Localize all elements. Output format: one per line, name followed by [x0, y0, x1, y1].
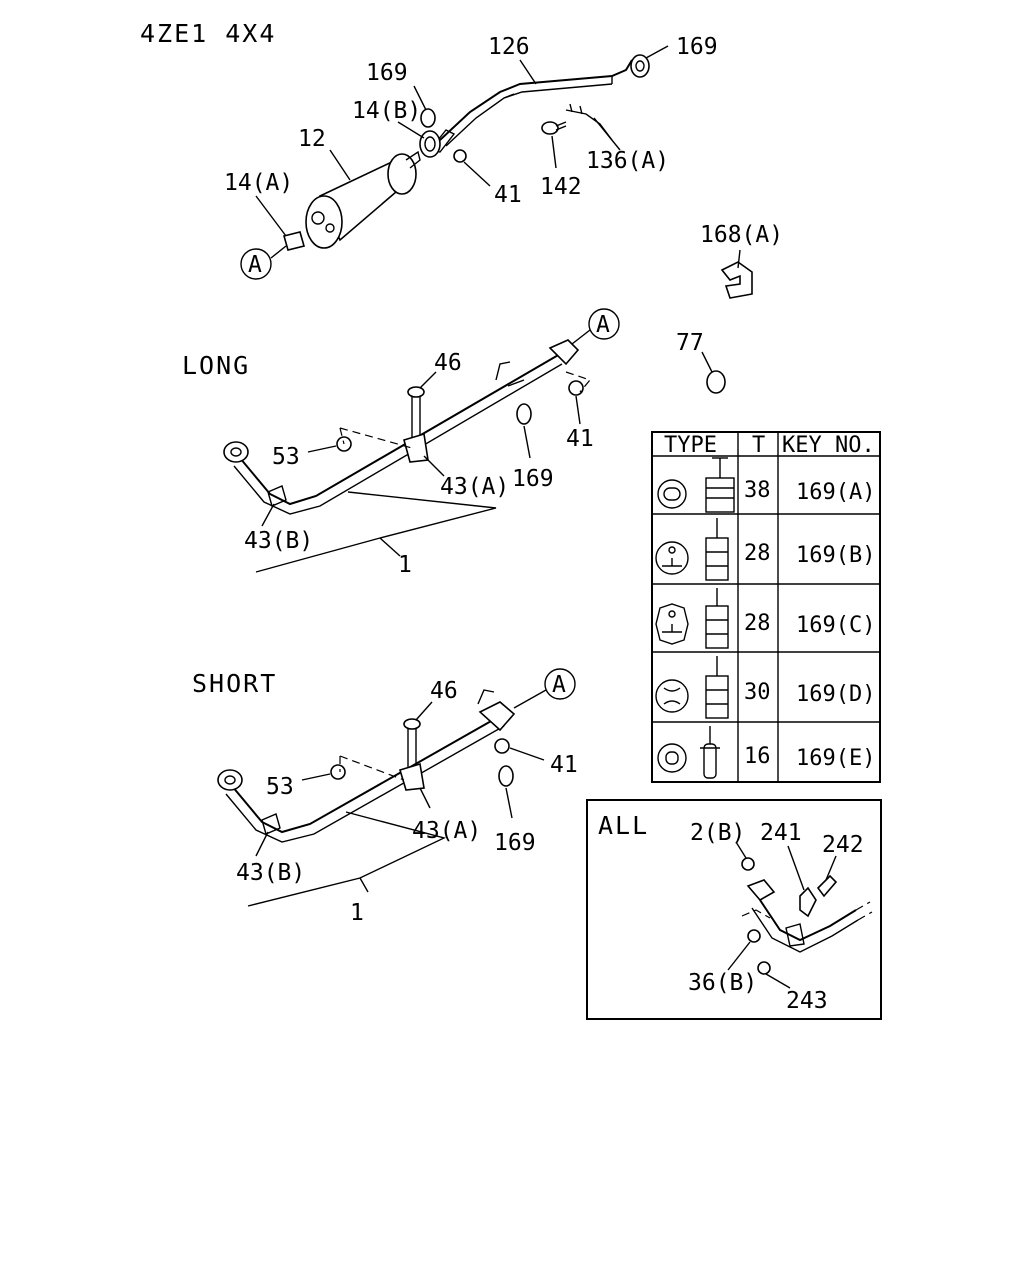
label-41-long: 41 — [566, 426, 594, 452]
clamp-43a-long — [403, 432, 429, 463]
type-icon-d — [655, 656, 729, 719]
nut-2b — [741, 857, 755, 871]
label-241: 241 — [760, 820, 802, 846]
label-243: 243 — [786, 988, 828, 1014]
row-c-key: 169(C) — [796, 613, 875, 638]
row-b-key: 169(B) — [796, 543, 875, 568]
gasket-14b — [419, 130, 441, 158]
label-53-short: 53 — [266, 774, 294, 800]
type-icon-e — [657, 726, 720, 779]
hanger-rubber-169-tail — [630, 54, 650, 78]
row-d-t: 30 — [744, 680, 771, 705]
label-43b-short: 43(B) — [236, 860, 305, 886]
table-header-type: TYPE — [664, 433, 717, 458]
muffler-12 — [305, 150, 421, 249]
gasket-14a — [283, 231, 305, 251]
row-b-t: 28 — [744, 541, 771, 566]
table-header-key-no: KEY NO. — [782, 433, 875, 458]
label-169-front: 169 — [366, 60, 408, 86]
svg-text:A: A — [596, 312, 610, 338]
nut-41-short — [494, 738, 510, 754]
label-136a: 136(A) — [586, 148, 669, 174]
bolt-46-short — [403, 718, 421, 770]
label-12: 12 — [298, 126, 326, 152]
title-short: SHORT — [192, 669, 277, 698]
labels-long: 46 53 43(A) 169 41 43(B) 1 — [244, 350, 594, 578]
label-46-long: 46 — [434, 350, 462, 376]
all-detail-box: ALL 2(B) 241 242 36(B) 243 — [586, 799, 882, 1020]
label-1-short: 1 — [350, 900, 364, 926]
label-242: 242 — [822, 832, 864, 858]
hanger-rubber-169-front — [420, 108, 436, 128]
reference-circle-a-top: A — [240, 245, 287, 280]
label-169-tail: 169 — [676, 34, 718, 60]
labels-top: 126 169 169 14(B) 12 14(A) 41 142 136(A)… — [224, 34, 783, 356]
label-1-long: 1 — [398, 552, 412, 578]
type-icon-b — [655, 518, 729, 581]
row-c-t: 28 — [744, 611, 771, 636]
nut-36b — [747, 929, 761, 943]
label-169-long: 169 — [512, 466, 554, 492]
label-14b: 14(B) — [352, 98, 421, 124]
nut-53-short — [330, 764, 346, 780]
label-43b-long: 43(B) — [244, 528, 313, 554]
row-e-t: 16 — [744, 744, 771, 769]
hanger-type-table: TYPE T KEY NO. — [651, 431, 881, 783]
label-142: 142 — [540, 174, 582, 200]
front-pipe-short — [217, 689, 516, 843]
svg-text:A: A — [552, 672, 566, 698]
label-169-short: 169 — [494, 830, 536, 856]
nut-243 — [757, 961, 771, 975]
hanger-rubber-169-short — [498, 765, 514, 787]
bolt-46-long — [407, 386, 425, 440]
bracket-136a — [565, 109, 613, 141]
nut-41-top — [453, 149, 467, 163]
row-e-key: 169(E) — [796, 746, 875, 771]
label-168a: 168(A) — [700, 222, 783, 248]
type-icon-a — [657, 457, 735, 513]
row-d-key: 169(D) — [796, 682, 875, 707]
label-126: 126 — [488, 34, 530, 60]
title-all: ALL — [598, 811, 649, 840]
label-43a-long: 43(A) — [440, 474, 509, 500]
title-main: 4ZE1 4X4 — [140, 19, 276, 48]
title-long: LONG — [182, 351, 250, 380]
reference-circle-a-short: A — [513, 668, 576, 709]
label-36b: 36(B) — [688, 970, 757, 996]
hanger-rubber-169-long — [516, 403, 532, 425]
label-41-short: 41 — [550, 752, 578, 778]
hanger-rubber-77 — [706, 370, 726, 394]
front-pipe-long — [223, 339, 580, 515]
label-2b: 2(B) — [690, 820, 745, 846]
nut-41-long — [568, 380, 584, 396]
table-header-t: T — [752, 433, 765, 458]
row-a-key: 169(A) — [796, 480, 875, 505]
label-14a: 14(A) — [224, 170, 293, 196]
labels-short: 46 53 41 43(A) 169 43(B) 1 — [236, 678, 578, 926]
label-41-top: 41 — [494, 182, 522, 208]
label-46-short: 46 — [430, 678, 458, 704]
label-77: 77 — [676, 330, 704, 356]
label-53-long: 53 — [272, 444, 300, 470]
reference-circle-a-long: A — [571, 308, 620, 345]
label-43a-short: 43(A) — [412, 818, 481, 844]
bolt-142 — [541, 121, 567, 135]
svg-text:A: A — [248, 252, 262, 278]
row-a-t: 38 — [744, 478, 771, 503]
tail-pipe-126 — [428, 59, 633, 153]
clamp-43a-short — [399, 762, 425, 791]
type-icon-c — [655, 588, 729, 649]
bracket-168a — [720, 261, 753, 299]
sensor-241 — [799, 886, 817, 918]
